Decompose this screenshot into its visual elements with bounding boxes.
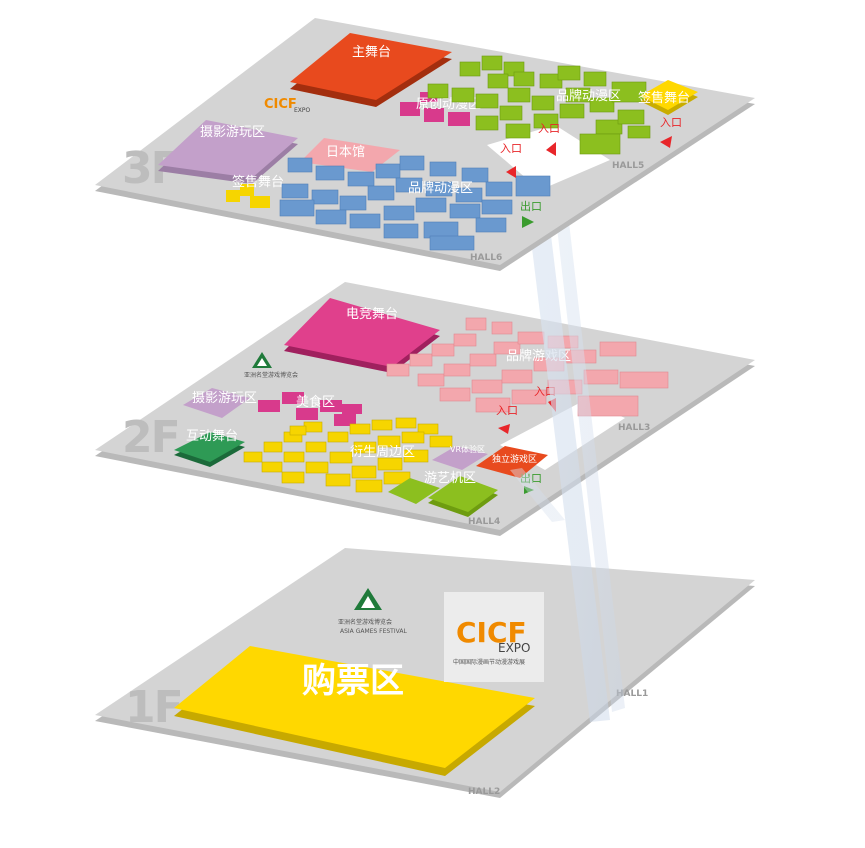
zone-japan-pavilion[interactable] xyxy=(300,138,400,172)
hall-label-hall5: HALL5 xyxy=(612,161,644,171)
svg-text:亚洲名堂游戏博览会: 亚洲名堂游戏博览会 xyxy=(338,618,392,626)
agf-logo-2f: 亚洲名堂游戏博览会 xyxy=(244,352,298,379)
zone-brand-anime-green-label: 品牌动漫区 xyxy=(556,88,621,104)
zone-main-stage[interactable] xyxy=(290,33,452,100)
cicf-logo-3f: CICF EXPO xyxy=(264,97,311,114)
floor-label-1f: 1F xyxy=(125,682,182,733)
zone-brand-anime-blue[interactable] xyxy=(279,155,551,251)
svg-text:EXPO: EXPO xyxy=(498,641,530,655)
zone-arcade-label: 游艺机区 xyxy=(424,471,476,486)
zone-photo-play-3f[interactable] xyxy=(158,120,298,178)
zone-photo-play-2f-label: 摄影游玩区 xyxy=(192,391,257,406)
svg-text:CICF: CICF xyxy=(264,97,297,112)
zone-original-anime[interactable] xyxy=(400,92,470,126)
zone-brand-games[interactable] xyxy=(386,317,669,417)
zone-brand-anime-green[interactable] xyxy=(427,55,651,155)
zone-interactive-stage-label: 互动舞台 xyxy=(186,429,238,444)
zone-derivatives[interactable] xyxy=(243,417,453,493)
entrance-2f-b-label: 入口 xyxy=(496,404,518,417)
zone-tickets-label: 购票区 xyxy=(302,661,404,701)
hall-label-hall2: HALL2 xyxy=(468,787,500,797)
svg-text:CICF: CICF xyxy=(456,616,527,649)
zone-indie[interactable] xyxy=(476,446,548,478)
zone-japan-pavilion-label: 日本馆 xyxy=(326,145,365,160)
exit-3f[interactable]: 出口 xyxy=(520,199,542,228)
agf-logo-1f: 亚洲名堂游戏博览会 ASIA GAMES FESTIVAL xyxy=(338,588,407,635)
zone-interactive-stage[interactable] xyxy=(174,432,245,462)
zone-signing-stage-left[interactable] xyxy=(226,184,270,208)
entrance-arrow-icon xyxy=(546,142,556,156)
zone-arcade[interactable] xyxy=(388,476,498,517)
svg-text:ASIA GAMES FESTIVAL: ASIA GAMES FESTIVAL xyxy=(340,628,407,635)
zone-vr[interactable] xyxy=(432,446,488,470)
zone-esports-stage[interactable] xyxy=(284,298,440,367)
hall-label-hall4: HALL4 xyxy=(468,517,500,527)
zone-signing-stage-right-label: 签售舞台 xyxy=(638,90,690,106)
zone-tickets[interactable] xyxy=(174,646,535,768)
floor-label-2f: 2F xyxy=(122,412,179,463)
svg-text:中国国际漫画节动漫游戏展: 中国国际漫画节动漫游戏展 xyxy=(453,658,525,666)
entrance-arrow-icon xyxy=(506,166,516,178)
entrance-3f-b-label: 入口 xyxy=(660,116,682,129)
svg-text:EXPO: EXPO xyxy=(294,107,311,114)
entrance-3f[interactable]: 入口 入口 入口 xyxy=(500,116,682,178)
entrance-arrow-icon xyxy=(498,424,510,434)
hall-label-hall1: HALL1 xyxy=(616,689,648,699)
escalator-shafts xyxy=(510,144,625,722)
hall-label-hall6: HALL6 xyxy=(470,253,502,263)
zone-derivatives-label: 衍生周边区 xyxy=(350,445,415,460)
zone-photo-play-3f-label: 摄影游玩区 xyxy=(200,125,265,140)
exit-3f-label: 出口 xyxy=(520,199,542,213)
zone-indie-label: 独立游戏区 xyxy=(492,453,537,465)
zone-photo-play-2f[interactable] xyxy=(183,388,250,418)
cicf-logo-1f: CICF EXPO 中国国际漫画节动漫游戏展 xyxy=(444,592,544,682)
zone-food-label: 美食区 xyxy=(296,394,335,410)
zone-food[interactable] xyxy=(258,392,362,426)
entrance-arrow-icon xyxy=(660,136,672,148)
zone-signing-stage-left-label: 签售舞台 xyxy=(232,174,284,190)
entrance-3f-a-label: 入口 xyxy=(538,122,560,135)
exit-arrow-icon xyxy=(522,216,534,228)
zone-vr-label: VR体验区 xyxy=(450,444,485,454)
zone-brand-anime-blue-label: 品牌动漫区 xyxy=(408,180,473,196)
zone-signing-stage-right[interactable] xyxy=(640,80,698,110)
floor-3f: 3F HALL5 HALL6 主舞台 CICF EXPO 原创动漫区 xyxy=(95,18,755,271)
zone-main-stage-label: 主舞台 xyxy=(352,45,391,60)
svg-text:亚洲名堂游戏博览会: 亚洲名堂游戏博览会 xyxy=(244,371,298,379)
zone-esports-stage-label: 电竞舞台 xyxy=(346,306,398,322)
floor-2f: 2F HALL3 HALL4 电竞舞台 xyxy=(95,282,755,536)
entrance-3f-c-label: 入口 xyxy=(500,142,522,155)
floor-1f: 1F 购票区 HALL1 HALL2 亚洲名堂游戏博览会 ASIA GAMES … xyxy=(95,548,755,798)
hall-label-hall3: HALL3 xyxy=(618,423,650,433)
